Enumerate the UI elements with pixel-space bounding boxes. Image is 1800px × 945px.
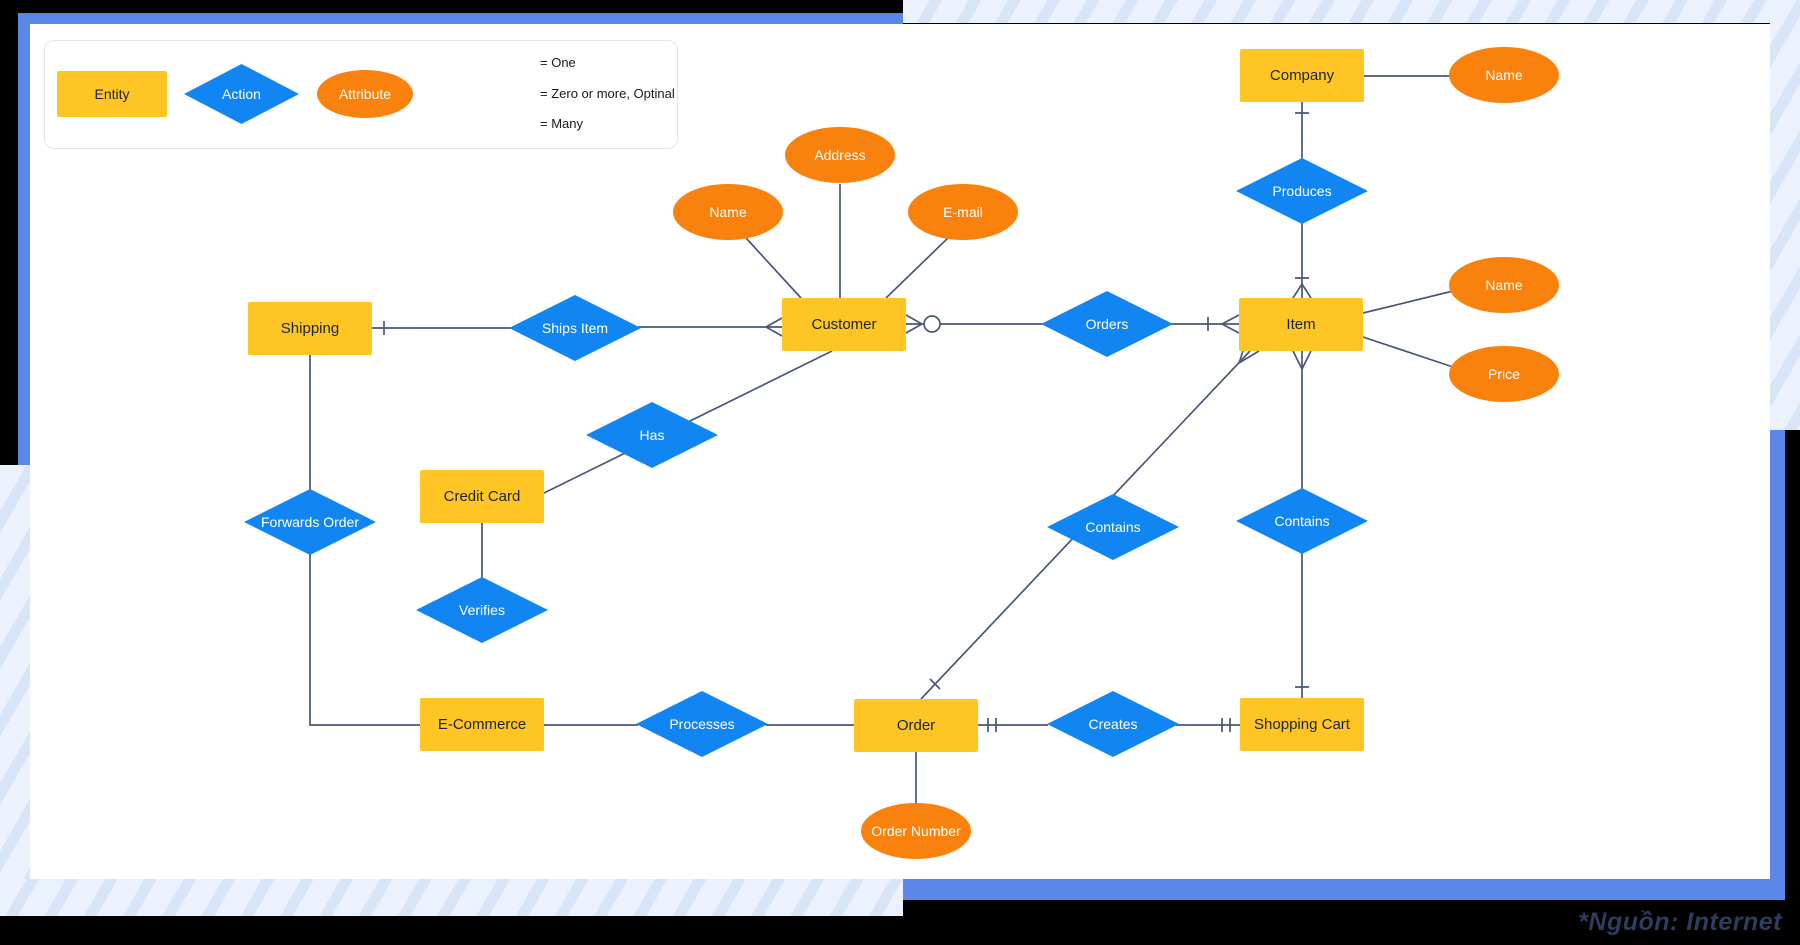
legend-action-label: Action bbox=[222, 86, 261, 102]
entity-item[interactable]: Item bbox=[1239, 298, 1363, 351]
source-note: *Nguồn: Internet bbox=[1578, 908, 1782, 936]
legend-many-label: = Many bbox=[540, 116, 583, 131]
legend-one-label: = One bbox=[540, 55, 576, 70]
attribute-customer-name[interactable]: Name bbox=[673, 184, 783, 240]
attribute-customer-address[interactable]: Address bbox=[785, 127, 895, 183]
entity-e-commerce[interactable]: E-Commerce bbox=[420, 698, 544, 751]
legend-entity-shape: Entity bbox=[57, 71, 167, 117]
window-frame-right bbox=[1770, 430, 1785, 900]
attribute-item-price[interactable]: Price bbox=[1449, 346, 1559, 402]
attribute-order-number-label: Order Number bbox=[871, 823, 961, 839]
entity-e-commerce-label: E-Commerce bbox=[437, 716, 527, 733]
window-frame-bottom bbox=[903, 879, 1785, 900]
entity-order[interactable]: Order bbox=[854, 699, 978, 752]
attribute-customer-name-label: Name bbox=[709, 204, 747, 220]
attribute-customer-email-label: E-mail bbox=[943, 204, 983, 220]
stripe-band-bottom-left bbox=[0, 879, 903, 916]
relation-contains-order-label: Contains bbox=[1085, 519, 1141, 535]
attribute-customer-email[interactable]: E-mail bbox=[908, 184, 1018, 240]
stripe-band-top-right bbox=[903, 0, 1800, 23]
window-frame-left bbox=[18, 13, 30, 465]
legend-entity-label: Entity bbox=[94, 86, 130, 102]
relation-produces-label: Produces bbox=[1272, 183, 1332, 199]
attribute-item-name[interactable]: Name bbox=[1449, 257, 1559, 313]
relation-ships-item-label: Ships Item bbox=[541, 320, 609, 336]
legend-attribute-shape: Attribute bbox=[317, 70, 413, 118]
entity-shopping-cart[interactable]: Shopping Cart bbox=[1240, 698, 1364, 751]
window-frame-top bbox=[18, 13, 903, 25]
entity-order-label: Order bbox=[896, 717, 936, 734]
stripe-band-left bbox=[0, 465, 30, 916]
entity-customer[interactable]: Customer bbox=[782, 298, 906, 351]
legend-zero-or-more-label: = Zero or more, Optinal bbox=[540, 86, 675, 101]
entity-item-label: Item bbox=[1286, 316, 1316, 333]
relation-processes-label: Processes bbox=[669, 716, 735, 732]
zero-or-more-circle bbox=[923, 315, 941, 333]
entity-credit-card-label: Credit Card bbox=[443, 488, 521, 505]
relation-forwards-order-label: Forwards Order bbox=[260, 514, 360, 530]
entity-shopping-cart-label: Shopping Cart bbox=[1254, 716, 1350, 733]
relation-has-label: Has bbox=[639, 427, 665, 443]
attribute-company-name-label: Name bbox=[1485, 67, 1523, 83]
entity-company[interactable]: Company bbox=[1240, 49, 1364, 102]
entity-company-label: Company bbox=[1269, 67, 1335, 84]
entity-customer-label: Customer bbox=[811, 316, 877, 333]
entity-credit-card[interactable]: Credit Card bbox=[420, 470, 544, 523]
relation-contains-cart-label: Contains bbox=[1274, 513, 1330, 529]
attribute-order-number[interactable]: Order Number bbox=[861, 803, 971, 859]
relation-creates-label: Creates bbox=[1088, 716, 1138, 732]
attribute-customer-address-label: Address bbox=[814, 147, 866, 163]
attribute-item-price-label: Price bbox=[1488, 366, 1520, 382]
legend-attribute-label: Attribute bbox=[338, 86, 392, 102]
attribute-item-name-label: Name bbox=[1485, 277, 1523, 293]
stripe-band-right bbox=[1770, 0, 1800, 430]
relation-verifies-label: Verifies bbox=[459, 602, 505, 618]
attribute-company-name[interactable]: Name bbox=[1449, 47, 1559, 103]
entity-shipping[interactable]: Shipping bbox=[248, 302, 372, 355]
entity-shipping-label: Shipping bbox=[280, 320, 340, 337]
relation-orders-label: Orders bbox=[1085, 316, 1129, 332]
